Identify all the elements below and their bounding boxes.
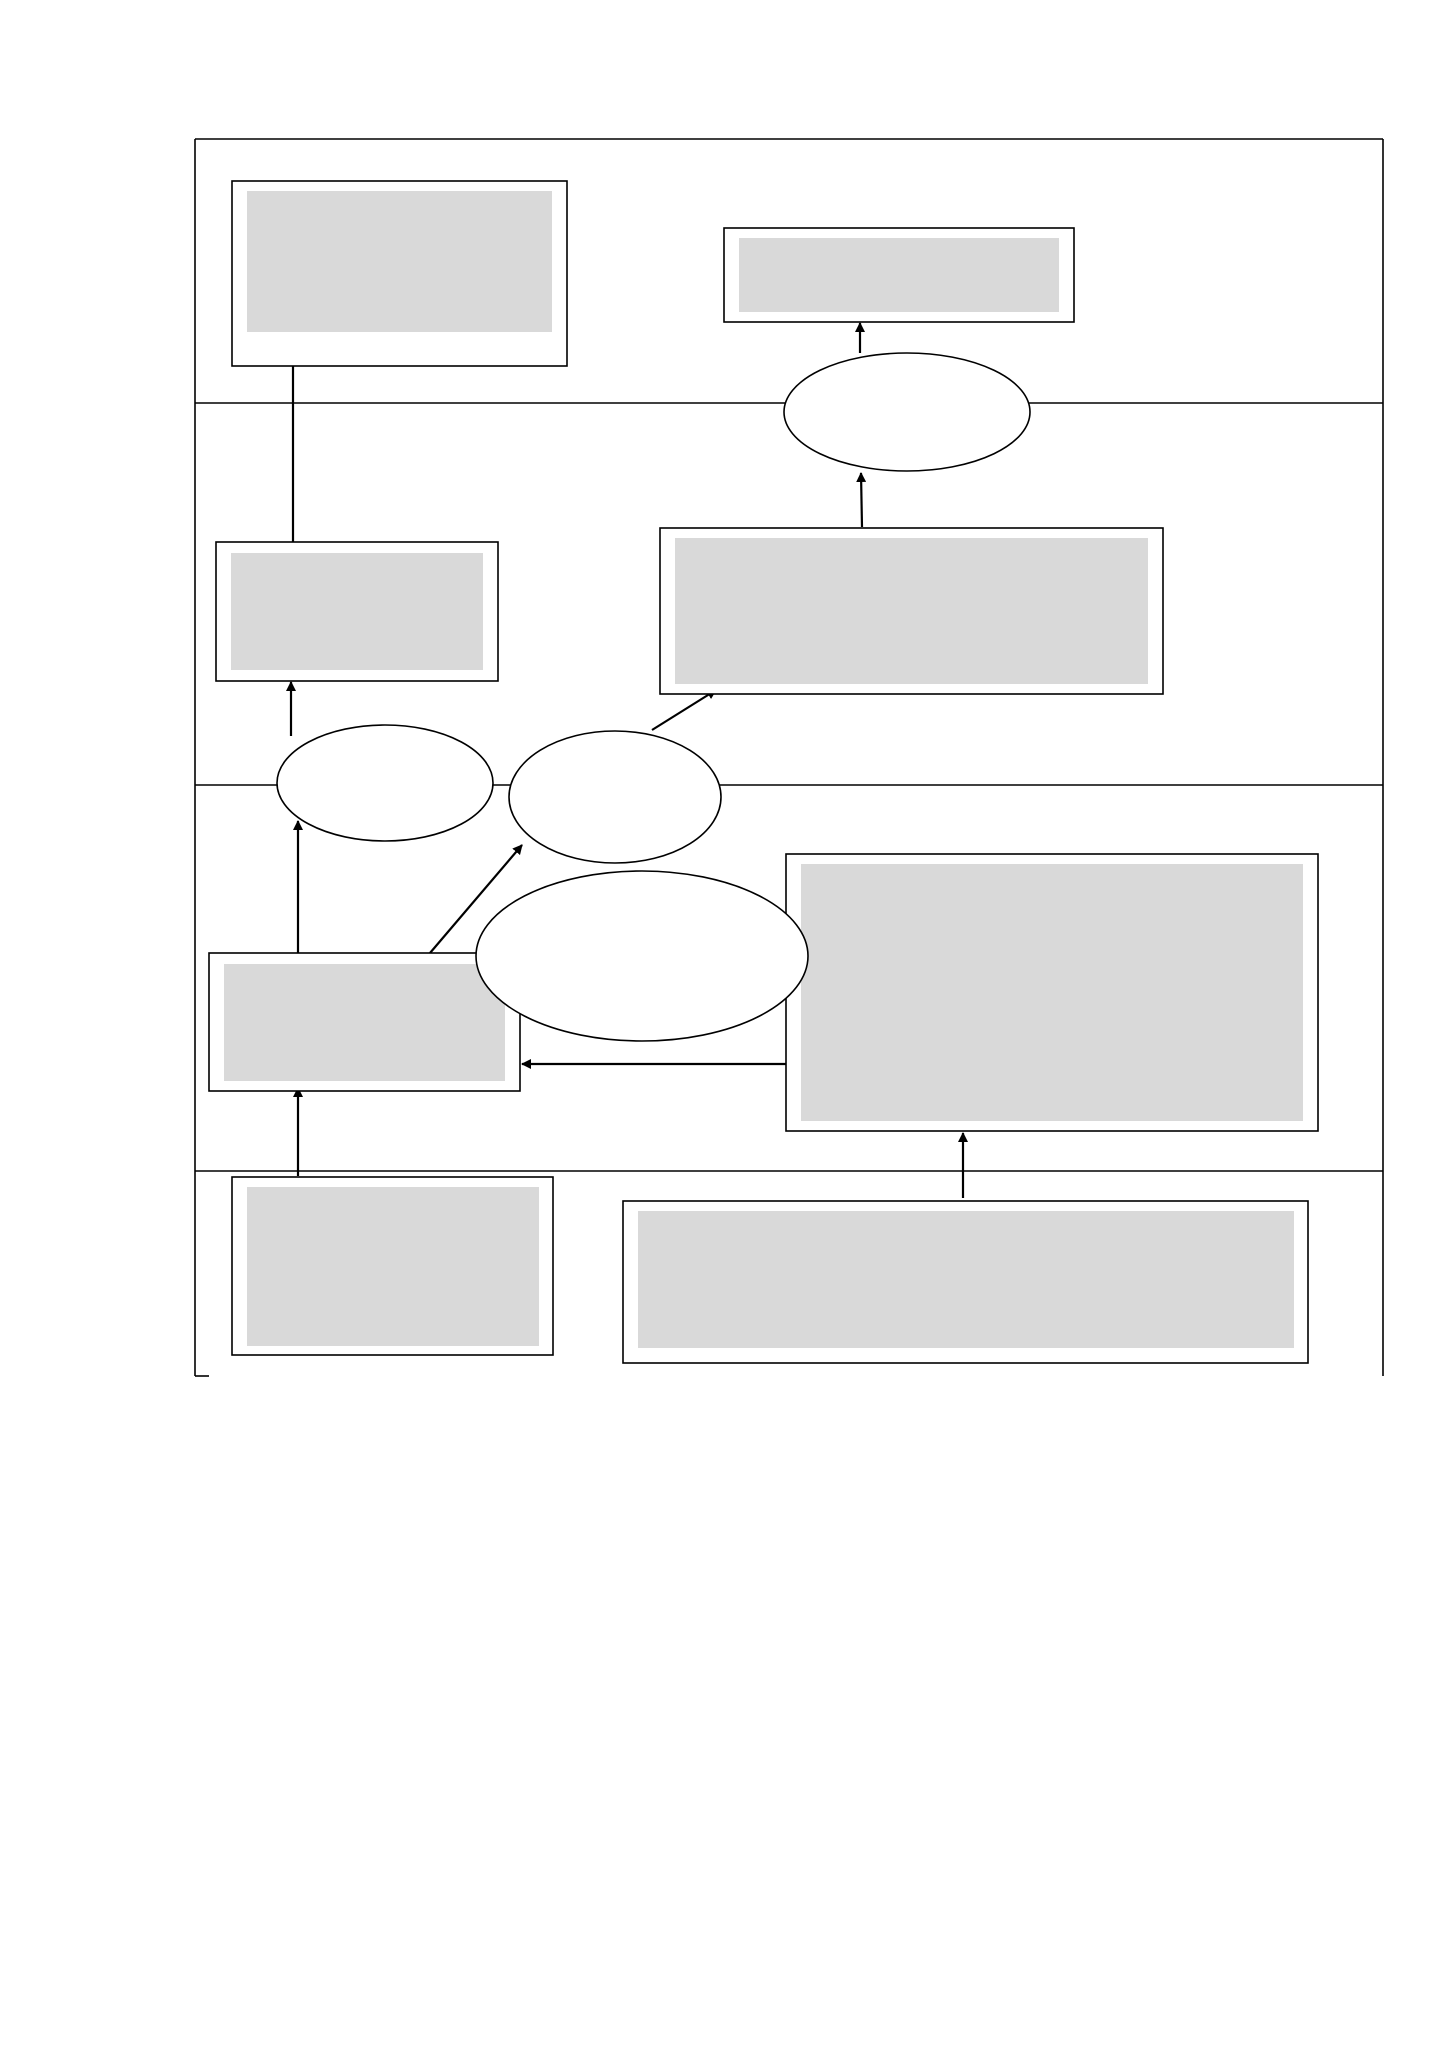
box-lower-right — [785, 853, 1319, 1132]
box-lower-left — [208, 952, 521, 1092]
arrow-midright-to-ellipsetop — [856, 472, 867, 528]
ellipse-left — [276, 724, 494, 842]
ellipse-large — [475, 870, 809, 1042]
box-mid-left — [215, 541, 499, 682]
box-bottom-right — [622, 1200, 1309, 1364]
box-bottom-left — [231, 1176, 554, 1356]
arrow-lowerleft-to-ellipsecenter — [429, 844, 523, 954]
ellipse-top — [783, 352, 1031, 472]
arrows — [286, 322, 968, 1198]
ellipse-center — [508, 730, 722, 864]
box-mid-right — [659, 527, 1164, 695]
diagram-frame — [194, 138, 1384, 1377]
arrow-ellipsecenter-to-midright — [651, 689, 717, 731]
box-top-left — [231, 180, 568, 367]
box-top-right — [723, 227, 1075, 323]
